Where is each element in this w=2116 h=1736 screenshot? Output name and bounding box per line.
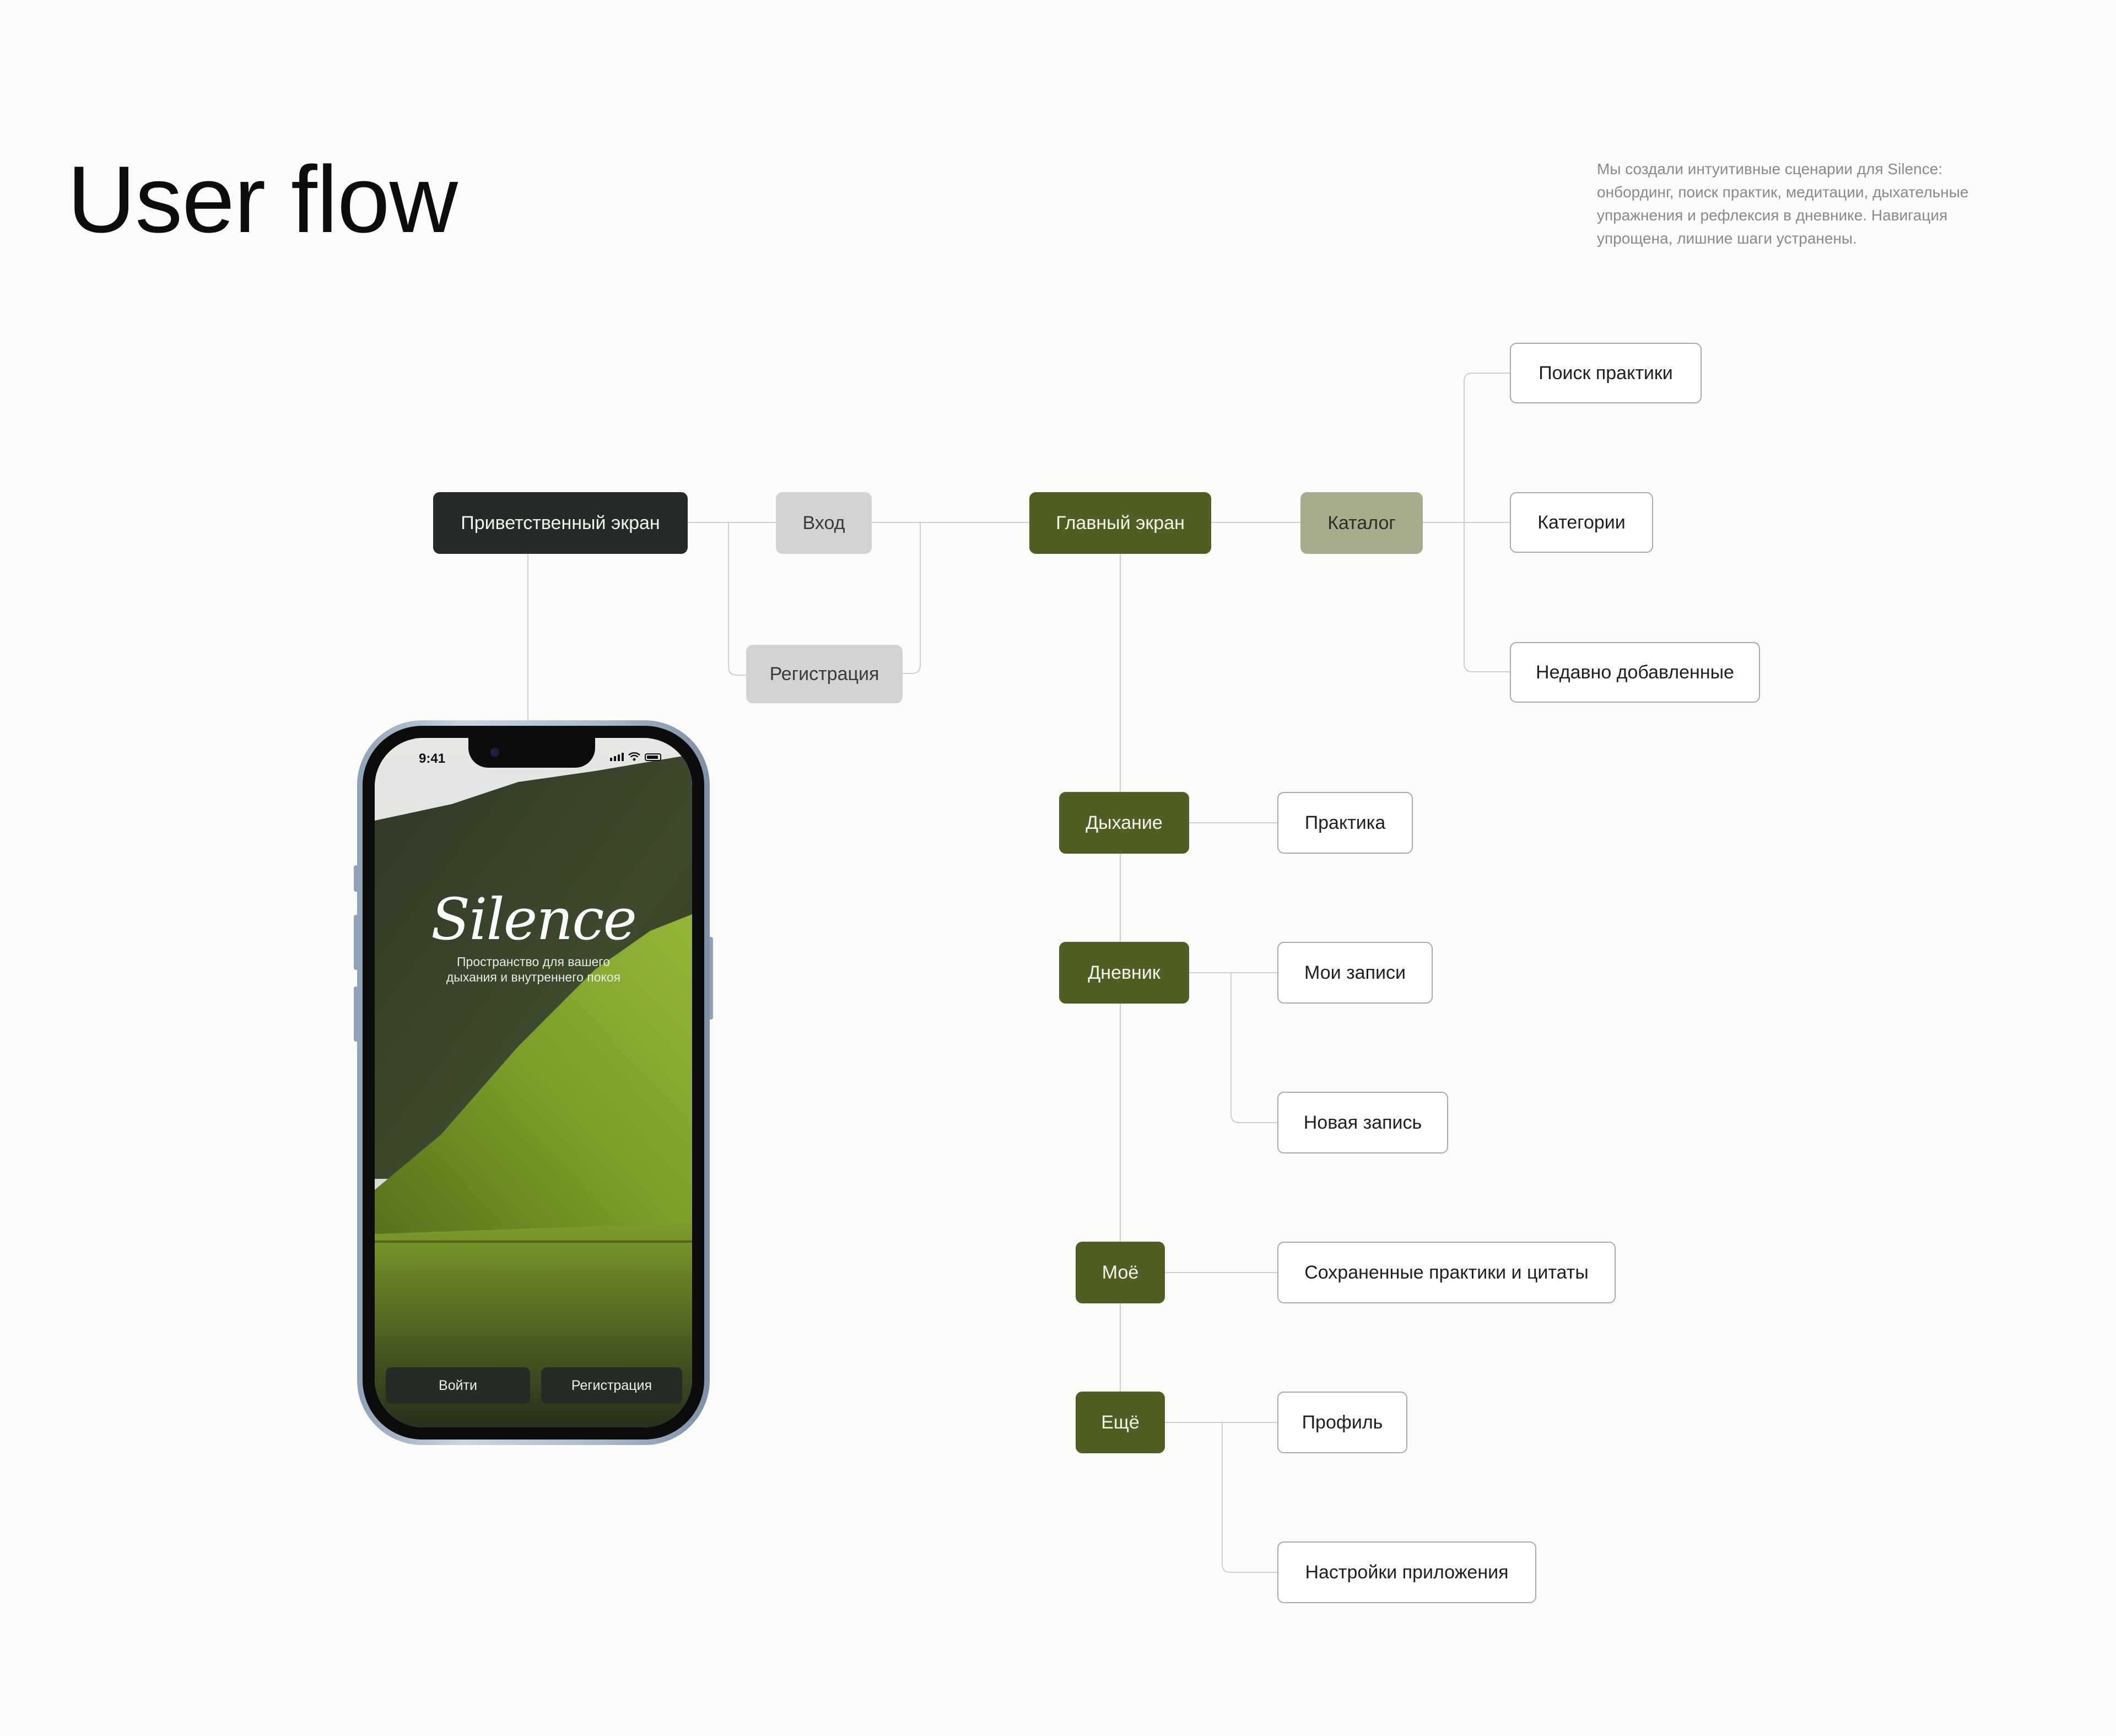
- login-button[interactable]: Войти: [386, 1367, 530, 1404]
- connector-catalog-search: [1464, 373, 1510, 672]
- camera-icon: [490, 748, 499, 757]
- connector-register-main: [903, 522, 921, 674]
- page-description: Мы создали интуитивные сценарии для Sile…: [1597, 158, 2016, 250]
- app-logo: Silence: [430, 886, 637, 953]
- node-welcome-screen: Приветственный экран: [433, 492, 688, 554]
- phone-notch: [468, 738, 595, 768]
- description-line: Мы создали интуитивные сценарии для Sile…: [1597, 160, 1943, 177]
- description-line: упражнения и рефлексия в дневнике. Навиг…: [1597, 207, 1948, 224]
- app-tagline: Пространство для вашего дыхания и внутре…: [375, 954, 692, 985]
- node-categories: Категории: [1510, 492, 1653, 553]
- register-button[interactable]: Регистрация: [541, 1367, 682, 1404]
- node-practice: Практика: [1277, 792, 1413, 854]
- tagline-line: Пространство для вашего: [457, 955, 610, 969]
- node-search-practice: Поиск практики: [1510, 343, 1702, 403]
- node-app-settings: Настройки приложения: [1277, 1541, 1536, 1603]
- connector-more-settings: [1222, 1422, 1277, 1573]
- node-profile: Профиль: [1277, 1392, 1407, 1453]
- wifi-icon: [628, 752, 640, 761]
- connector-welcome-register: [728, 522, 746, 676]
- connector-diary-new: [1230, 973, 1277, 1123]
- phone-mute-switch: [354, 865, 358, 892]
- cellular-signal-icon: [610, 753, 624, 761]
- landscape-image: [375, 738, 692, 1427]
- phone-volume-down: [354, 986, 358, 1042]
- welcome-screen-preview: 9:41 Silence Пространство для вашего дых…: [375, 738, 692, 1427]
- tagline-line: дыхания и внутреннего покоя: [446, 970, 621, 984]
- node-recently-added: Недавно добавленные: [1510, 642, 1760, 703]
- phone-power-button: [709, 937, 713, 1020]
- status-icons: [610, 752, 661, 761]
- node-my-entries: Мои записи: [1277, 942, 1433, 1004]
- phone-bezel: 9:41 Silence Пространство для вашего дых…: [363, 726, 704, 1440]
- description-line: онбординг, поиск практик, медитации, дых…: [1597, 184, 1969, 201]
- battery-icon: [645, 753, 661, 761]
- phone-mockup: 9:41 Silence Пространство для вашего дых…: [357, 720, 710, 1445]
- node-main-screen: Главный экран: [1029, 492, 1211, 554]
- description-line: упрощена, лишние шаги устранены.: [1597, 230, 1857, 247]
- page-title: User flow: [67, 147, 458, 252]
- node-catalog: Каталог: [1300, 492, 1423, 554]
- node-more: Ещё: [1076, 1392, 1165, 1453]
- node-saved-practices-quotes: Сохраненные практики и цитаты: [1277, 1242, 1616, 1303]
- phone-volume-up: [354, 915, 358, 970]
- node-register: Регистрация: [746, 645, 903, 703]
- node-mine: Моё: [1076, 1242, 1165, 1303]
- node-new-entry: Новая запись: [1277, 1092, 1448, 1153]
- node-breathing: Дыхание: [1059, 792, 1189, 854]
- node-login: Вход: [776, 492, 872, 554]
- status-time: 9:41: [419, 751, 446, 766]
- node-diary: Дневник: [1059, 942, 1189, 1004]
